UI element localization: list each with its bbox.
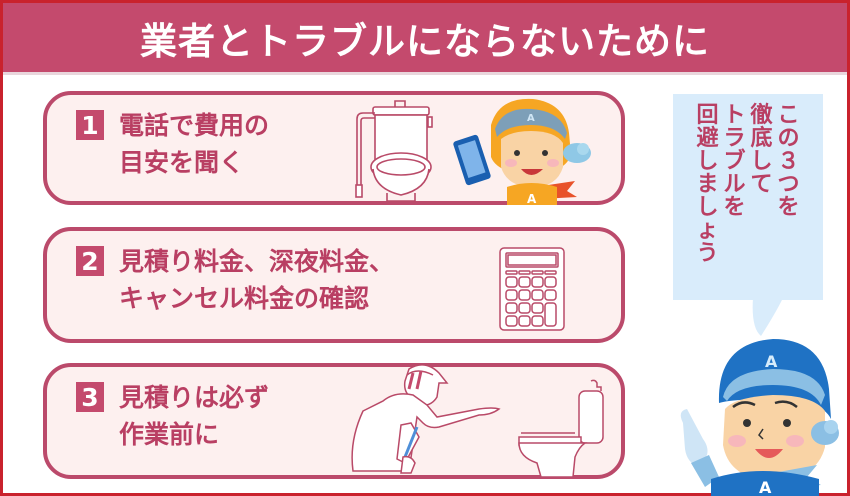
calculator-icon (499, 247, 565, 331)
svg-text:A: A (527, 192, 537, 205)
step-card-2: 2 見積り料金、深夜料金、 キャンセル料金の確認 (43, 227, 625, 343)
step-number-badge: 1 (76, 110, 104, 140)
toilet-icon (518, 379, 604, 477)
bubble-column-4: 回 避 し ま し ょ う (696, 103, 719, 266)
step-number-badge: 3 (76, 382, 104, 412)
speech-bubble: こ の ３ つ を 徹 底 し て ト ラ ブ ル を 回 避 (673, 94, 823, 300)
bubble-column-3: ト ラ ブ ル を (723, 103, 746, 220)
step-text: 見積り料金、深夜料金、 キャンセル料金の確認 (119, 247, 395, 313)
page-title: 業者とトラブルにならないために (140, 19, 710, 63)
speech-bubble-tail (752, 298, 783, 336)
step-card-3: 3 見積りは必ず 作業前に (43, 363, 625, 479)
toilet-icon (355, 100, 433, 202)
bubble-column-1: こ の ３ つ を (777, 103, 800, 220)
svg-text:A: A (765, 352, 778, 371)
svg-text:A: A (527, 113, 535, 124)
step-card-1: 1 電話で費用の 目安を聞く (43, 91, 625, 205)
mascot-pointing-icon: A A (680, 339, 839, 496)
step-text: 見積りは必ず 作業前に (119, 383, 270, 449)
svg-text:A: A (759, 478, 772, 496)
speech-bubble-text: こ の ３ つ を 徹 底 し て ト ラ ブ ル を 回 避 (673, 104, 823, 300)
step-number-badge: 2 (76, 246, 104, 276)
step-text: 電話で費用の 目安を聞く (119, 111, 270, 177)
title-banner: 業者とトラブルにならないために (3, 3, 847, 75)
mascot-with-smartphone-icon: A A (453, 98, 591, 205)
worker-with-clipboard-icon (351, 364, 501, 474)
bubble-column-2: 徹 底 し て (750, 103, 773, 197)
